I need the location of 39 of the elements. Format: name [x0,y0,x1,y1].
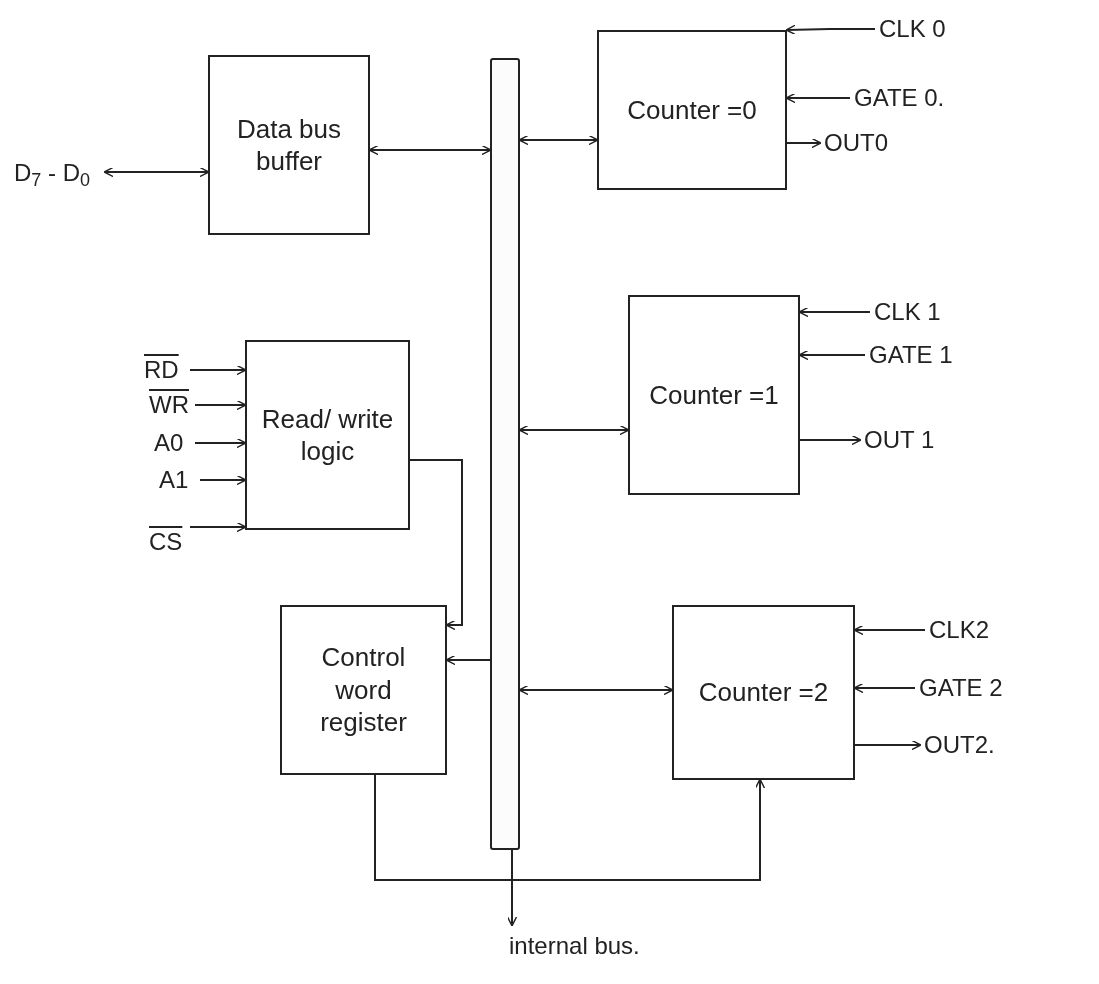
arrow [785,24,876,36]
arrow [189,521,247,533]
arrow [103,166,210,178]
block-box: Data bus buffer [208,55,370,235]
signal-label: CLK 0 [875,12,960,46]
block-box: Counter =0 [597,30,787,190]
block-box: Counter =2 [672,605,855,780]
signal-label: OUT2. [920,728,1010,762]
signal-label: GATE 2 [915,671,1020,705]
signal-label: CS [145,525,190,559]
arrow [518,134,599,146]
arrow [409,459,463,631]
signal-label: GATE 1 [865,338,965,372]
signal-label: OUT0 [820,126,905,160]
signal-label: GATE 0. [850,80,960,116]
arrow [194,437,247,449]
signal-label: internal bus. [505,925,655,967]
arrow [199,474,247,486]
arrow [518,424,630,436]
arrow [189,364,247,376]
block-box: Read/ write logic [245,340,410,530]
signal-label: CLK2 [925,613,1000,647]
arrow [506,849,518,927]
arrow [518,684,674,696]
arrow [799,434,862,446]
signal-label: CLK 1 [870,295,950,329]
signal-label: OUT 1 [860,423,945,457]
signal-label: D$_{7}$ - D$_{0}$ [10,152,105,194]
arrow [194,399,247,411]
block-box: Control word register [280,605,447,775]
arrow [854,739,922,751]
signal-label: A1 [155,463,200,497]
arrow [786,137,822,149]
signal-label: RD [140,353,190,387]
signal-label: WR [145,388,195,422]
block-box: Counter =1 [628,295,800,495]
signal-label: A0 [150,426,195,460]
arrow [374,774,766,881]
bus-bar [490,58,520,850]
